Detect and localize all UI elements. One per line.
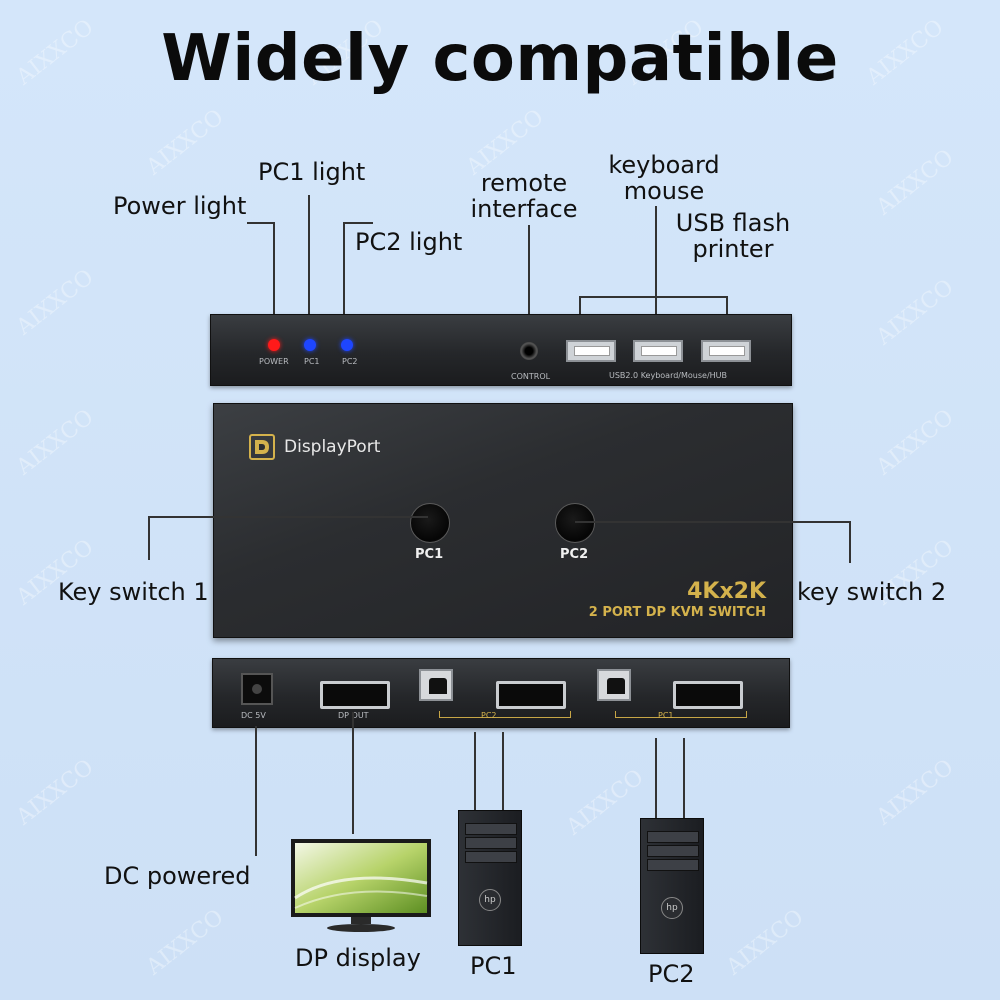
leader-line: [352, 712, 354, 834]
displayport-logo-icon: [249, 434, 275, 460]
leader-line: [579, 296, 581, 326]
watermark: AIXXCO: [141, 904, 229, 981]
pc2-button-label: PC2: [560, 547, 589, 562]
label-remote-line2: interface: [470, 195, 578, 223]
pc1-switch-button[interactable]: [410, 503, 450, 543]
label-remote-line1: remote: [480, 169, 568, 197]
displayport-brand: DisplayPort: [284, 437, 381, 457]
model-label: 2 PORT DP KVM SWITCH: [588, 605, 766, 620]
pc1-tower-icon: hp: [458, 810, 522, 946]
leader-line: [575, 521, 850, 523]
leader-line: [502, 732, 504, 810]
label-keyboard-mouse: keyboard mouse: [600, 152, 728, 204]
leader-line: [308, 195, 310, 341]
label-pc1: PC1: [470, 952, 517, 980]
leader-line: [247, 222, 275, 224]
watermark: AIXXCO: [871, 144, 959, 221]
pc2-switch-button[interactable]: [555, 503, 595, 543]
watermark: AIXXCO: [871, 404, 959, 481]
resolution-label: 4Kx2K: [687, 579, 766, 604]
label-pc2-light: PC2 light: [355, 228, 463, 256]
watermark: AIXXCO: [11, 264, 99, 341]
leader-line: [148, 516, 428, 518]
leader-line: [343, 222, 373, 224]
label-remote-interface: remote interface: [465, 170, 583, 222]
label-dc-powered: DC powered: [104, 862, 251, 890]
pc2-bracket: [439, 711, 571, 718]
dp-in-port-icon: [673, 681, 743, 709]
leader-line: [579, 296, 728, 298]
watermark: AIXXCO: [11, 404, 99, 481]
pc2-led-label: PC2: [342, 357, 358, 366]
leader-line: [148, 516, 150, 560]
watermark: AIXXCO: [11, 754, 99, 831]
device-top-face: DisplayPort PC1 PC2 4Kx2K 2 PORT DP KVM …: [213, 403, 793, 638]
leader-line: [726, 296, 728, 326]
label-key-switch-2: key switch 2: [797, 578, 947, 606]
watermark: AIXXCO: [141, 104, 229, 181]
usb-a-port-icon: [633, 340, 683, 362]
leader-line: [474, 732, 476, 810]
dc-jack-icon: [241, 673, 273, 705]
power-led-icon: [268, 339, 280, 351]
usb-a-port-icon: [701, 340, 751, 362]
label-mouse: mouse: [623, 177, 705, 205]
leader-line: [255, 726, 257, 856]
control-label: CONTROL: [511, 372, 551, 381]
page-title: Widely compatible: [161, 22, 839, 96]
leader-line: [343, 222, 345, 342]
label-usb-printer: USB flash printer: [668, 210, 798, 262]
leader-line: [655, 738, 657, 818]
pc1-port-label: PC1: [658, 711, 674, 720]
pc1-bracket: [615, 711, 747, 718]
usb-hub-label: USB2.0 Keyboard/Mouse/HUB: [609, 371, 727, 380]
dc-label: DC 5V: [241, 711, 266, 720]
pc1-led-icon: [304, 339, 316, 351]
power-led-label: POWER: [259, 357, 289, 366]
usb-a-port-icon: [566, 340, 616, 362]
leader-line: [849, 521, 851, 563]
label-power-light: Power light: [113, 192, 247, 220]
watermark: AIXXCO: [721, 904, 809, 981]
device-back-panel: DC 5V DP OUT PC2 PC1: [212, 658, 790, 728]
dp-out-port-icon: [320, 681, 390, 709]
dp-in-port-icon: [496, 681, 566, 709]
label-pc1-light: PC1 light: [258, 158, 366, 186]
pc1-button-label: PC1: [415, 547, 444, 562]
pc2-tower-icon: hp: [640, 818, 704, 954]
label-keyboard: keyboard: [608, 151, 720, 179]
pc2-led-icon: [341, 339, 353, 351]
label-dp-display: DP display: [295, 944, 421, 972]
monitor-icon: [290, 838, 432, 934]
control-jack-icon: [520, 342, 538, 360]
label-pc2: PC2: [648, 960, 695, 988]
label-usb-flash: USB flash: [675, 209, 791, 237]
label-printer: printer: [692, 235, 774, 263]
label-key-switch-1: Key switch 1: [58, 578, 209, 606]
watermark: AIXXCO: [871, 754, 959, 831]
usb-b-port-icon: [419, 669, 453, 701]
leader-line: [273, 222, 275, 342]
usb-b-port-icon: [597, 669, 631, 701]
device-front-panel: POWER PC1 PC2 CONTROL USB2.0 Keyboard/Mo…: [210, 314, 792, 386]
leader-line: [528, 225, 530, 345]
leader-line: [655, 206, 657, 326]
leader-line: [683, 738, 685, 818]
watermark: AIXXCO: [561, 764, 649, 841]
pc1-led-label: PC1: [304, 357, 320, 366]
pc2-port-label: PC2: [481, 711, 497, 720]
watermark: AIXXCO: [871, 274, 959, 351]
